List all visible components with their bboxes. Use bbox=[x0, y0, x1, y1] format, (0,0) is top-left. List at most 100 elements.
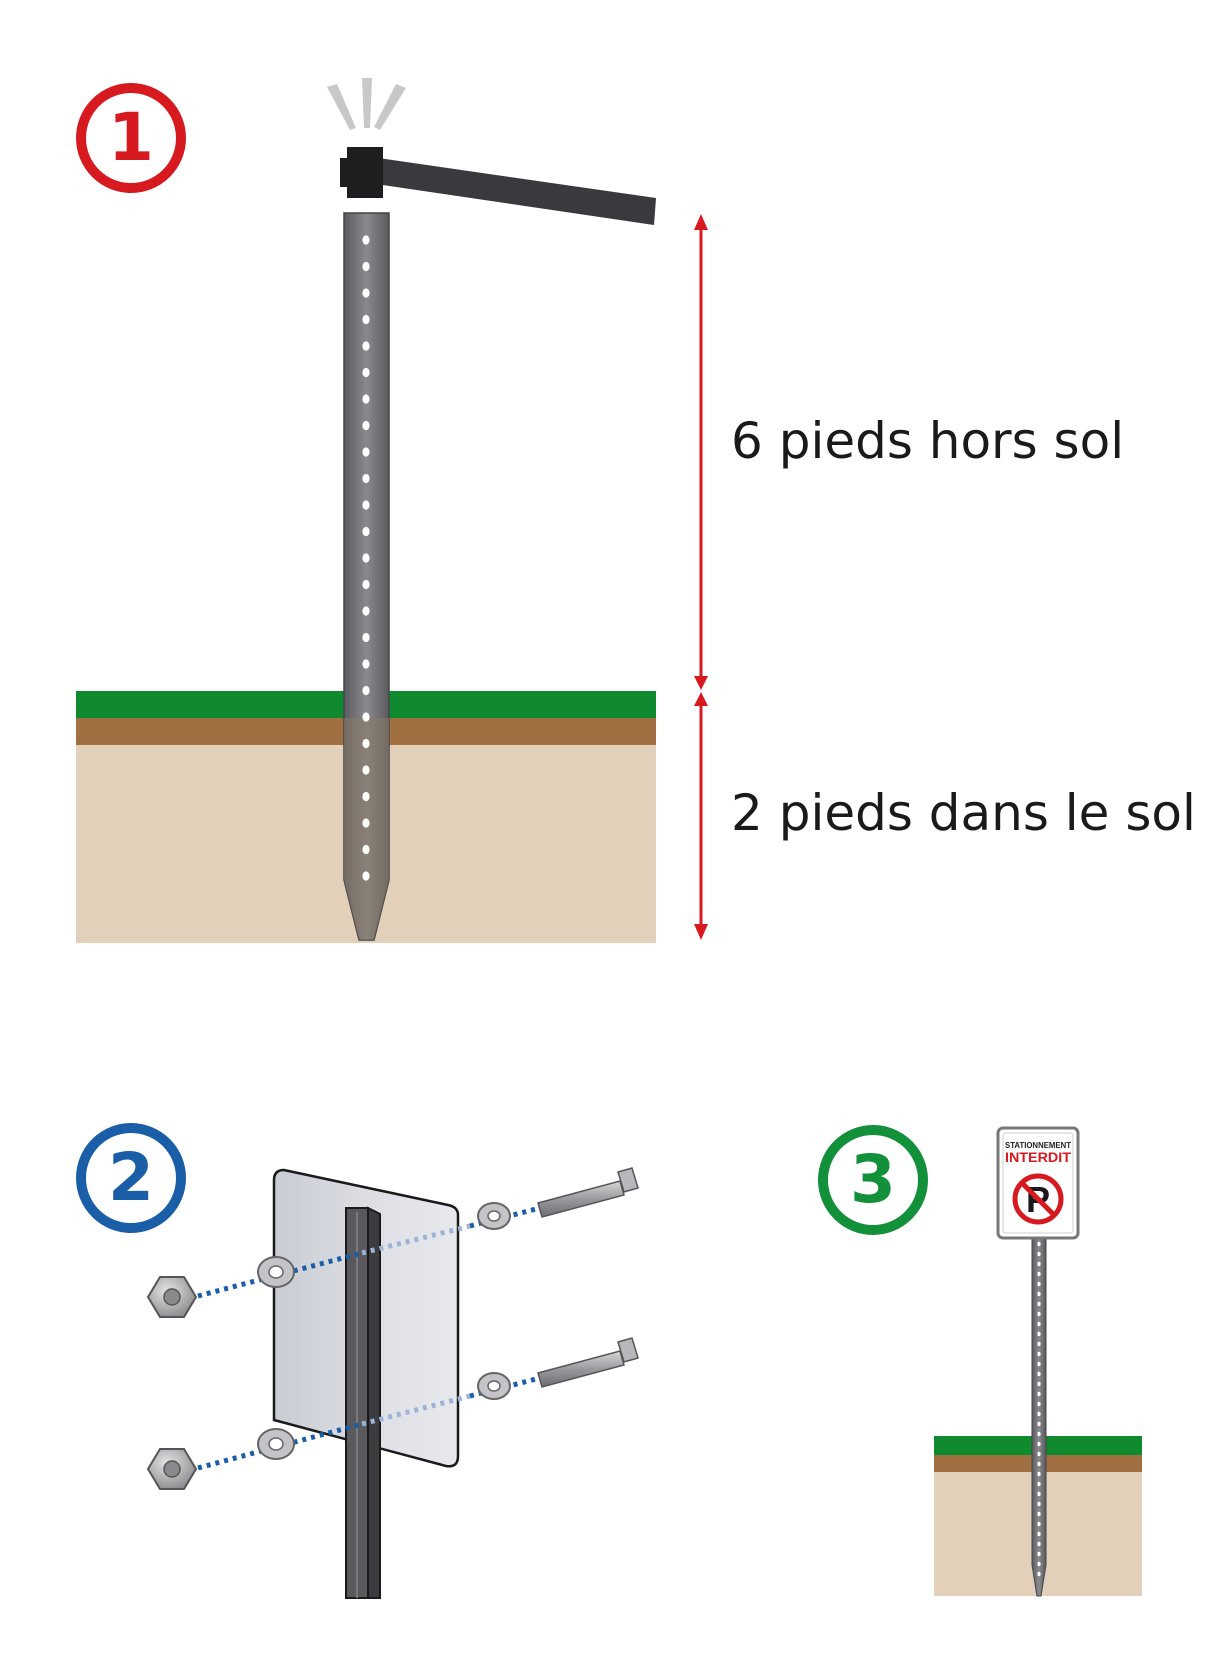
above-ground-label: 6 pieds hors sol bbox=[731, 412, 1124, 470]
hammer-icon bbox=[340, 147, 656, 225]
post-hole bbox=[362, 235, 370, 245]
post-hole bbox=[362, 394, 370, 404]
post-hole bbox=[1037, 1241, 1041, 1247]
step-1-badge: 1 bbox=[76, 83, 186, 193]
no-parking-sign: STATIONNEMENT INTERDIT P bbox=[996, 1126, 1080, 1240]
u-channel-post bbox=[343, 212, 390, 941]
post-hole bbox=[1037, 1531, 1041, 1537]
step-2-circle bbox=[76, 1123, 186, 1233]
post-hole bbox=[362, 526, 370, 537]
post-hole bbox=[362, 871, 370, 881]
post-hole bbox=[1037, 1401, 1041, 1407]
post-hole bbox=[1037, 1361, 1041, 1367]
installed-post bbox=[1031, 1235, 1047, 1597]
step-3: 3 STATIONNEMENT INTERDIT P bbox=[818, 1125, 1142, 1597]
washer-icon bbox=[477, 1372, 511, 1400]
post-hole bbox=[362, 632, 370, 643]
washer-icon bbox=[477, 1202, 511, 1230]
post-hole bbox=[1037, 1511, 1041, 1517]
arrow-head-mid-up bbox=[694, 676, 708, 690]
impact-rays-icon bbox=[327, 78, 406, 130]
channel-post bbox=[345, 1206, 381, 1599]
post-hole bbox=[1037, 1561, 1041, 1567]
post-hole bbox=[1037, 1501, 1041, 1507]
post-hole bbox=[362, 791, 370, 802]
post-holes bbox=[1037, 1241, 1041, 1577]
post-hole bbox=[1037, 1471, 1041, 1477]
arrow-head-bottom bbox=[694, 924, 708, 940]
post-hole bbox=[1037, 1271, 1041, 1277]
post-hole bbox=[362, 314, 370, 325]
bolt-icon bbox=[537, 1167, 639, 1218]
post-hole bbox=[362, 818, 370, 828]
post-hole bbox=[1037, 1451, 1041, 1457]
post-hole bbox=[362, 659, 370, 669]
measurement-arrows bbox=[694, 214, 708, 940]
step-2: 2 bbox=[76, 1123, 639, 1599]
post-hole bbox=[1037, 1391, 1041, 1397]
step-1-circle bbox=[76, 83, 186, 193]
step-2-badge: 2 bbox=[76, 1123, 186, 1233]
alignment-line-top-behind bbox=[361, 1223, 471, 1256]
post-hole bbox=[1037, 1551, 1041, 1557]
washer-icon bbox=[257, 1428, 295, 1460]
below-ground-label: 2 pieds dans le sol bbox=[731, 784, 1196, 842]
washer-icon bbox=[257, 1256, 295, 1288]
sign-line-1: STATIONNEMENT bbox=[1005, 1140, 1072, 1150]
post-hole bbox=[1037, 1431, 1041, 1437]
nut-icon bbox=[146, 1276, 198, 1318]
post-hole bbox=[1037, 1351, 1041, 1357]
post-hole bbox=[362, 765, 370, 775]
step-3-badge: 3 bbox=[818, 1125, 928, 1235]
post-hole bbox=[1037, 1491, 1041, 1497]
post-hole bbox=[1037, 1481, 1041, 1487]
post-hole bbox=[362, 288, 370, 298]
step-1-number: 1 bbox=[108, 99, 154, 176]
post-hole bbox=[362, 844, 370, 855]
post-hole bbox=[1037, 1381, 1041, 1387]
step-1: 1 bbox=[76, 78, 1196, 943]
step-2-number: 2 bbox=[108, 1139, 154, 1216]
post-hole bbox=[1037, 1571, 1041, 1577]
post-holes bbox=[362, 235, 370, 881]
post-hole bbox=[362, 500, 370, 510]
post-hole bbox=[1037, 1281, 1041, 1287]
post-hole bbox=[362, 579, 370, 590]
post-hole bbox=[362, 685, 370, 696]
post-hole bbox=[362, 420, 370, 431]
post-hole bbox=[1037, 1251, 1041, 1257]
arrow-head-mid-down bbox=[694, 692, 708, 706]
post-hole bbox=[1037, 1311, 1041, 1317]
post-hole bbox=[1037, 1301, 1041, 1307]
step-3-circle bbox=[818, 1125, 928, 1235]
post-hole bbox=[1037, 1521, 1041, 1527]
post-hole bbox=[362, 261, 370, 272]
sign-line-2: INTERDIT bbox=[1005, 1149, 1071, 1165]
post-hole bbox=[1037, 1421, 1041, 1427]
post-hole bbox=[1037, 1461, 1041, 1467]
post-hole bbox=[1037, 1291, 1041, 1297]
post-hole bbox=[1037, 1261, 1041, 1267]
post-hole bbox=[1037, 1541, 1041, 1547]
post-hole bbox=[1037, 1321, 1041, 1327]
post-hole bbox=[362, 553, 370, 563]
post-hole bbox=[1037, 1411, 1041, 1417]
post-hole bbox=[1037, 1441, 1041, 1447]
post-hole bbox=[1037, 1371, 1041, 1377]
alignment-line-bottom-behind bbox=[361, 1393, 471, 1427]
post-hole bbox=[362, 473, 370, 484]
post-hole bbox=[362, 712, 370, 722]
post-hole bbox=[362, 606, 370, 616]
no-parking-icon: P bbox=[1012, 1173, 1064, 1225]
post-hole bbox=[362, 447, 370, 457]
post-hole bbox=[1037, 1341, 1041, 1347]
post-hole bbox=[362, 738, 370, 749]
post-hole bbox=[362, 367, 370, 378]
nut-icon bbox=[146, 1448, 198, 1490]
arrow-head-top bbox=[694, 214, 708, 230]
post-hole bbox=[362, 341, 370, 351]
post-hole bbox=[1037, 1331, 1041, 1337]
bolt-icon bbox=[537, 1337, 639, 1388]
step-3-number: 3 bbox=[850, 1141, 896, 1218]
